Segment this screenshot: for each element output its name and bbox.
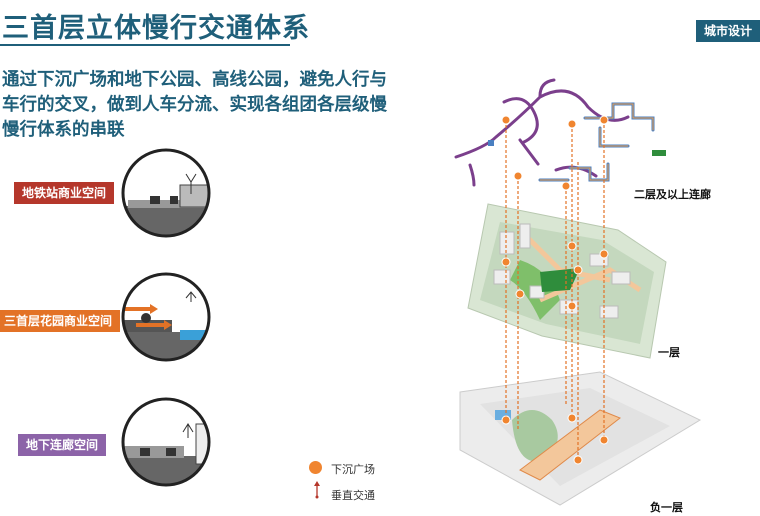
legend-vertical-traffic: 垂直交通 — [331, 489, 375, 502]
subtitle-line: 车行的交叉，做到人车分流、实现各组团各层级慢 — [2, 95, 387, 115]
category-tag: 城市设计 — [696, 20, 760, 42]
layer-label-ground: 一层 — [658, 346, 680, 359]
garden-section-illustration — [121, 272, 211, 362]
section-label-garden: 三首层花园商业空间 — [0, 310, 121, 332]
sunken-plaza-markers — [501, 115, 609, 465]
section-label-metro: 地铁站商业空间 — [14, 182, 115, 204]
subtitle: 通过下沉广场和地下公园、高线公园，避免人行与 车行的交叉，做到人车分流、实现各组… — [2, 68, 422, 143]
vertical-traffic-legend-icon — [314, 481, 320, 499]
ground-layer-plan — [467, 203, 667, 359]
title-underline — [0, 44, 290, 46]
subtitle-line: 慢行体系的串联 — [2, 120, 125, 140]
upper-corridor-layer — [454, 78, 666, 187]
layer-label-basement: 负一层 — [650, 501, 683, 514]
metro-section-illustration — [121, 148, 211, 238]
vertical-connectors — [505, 120, 605, 460]
subtitle-line: 通过下沉广场和地下公园、高线公园，避免人行与 — [2, 70, 387, 90]
sunken-plaza-legend-icon — [309, 461, 322, 474]
layer-label-upper: 二层及以上连廊 — [634, 188, 711, 201]
section-label-underground: 地下连廊空间 — [18, 434, 107, 456]
basement-layer-plan — [459, 371, 702, 506]
page-title: 三首层立体慢行交通体系 — [2, 13, 310, 44]
legend-sunken-plaza: 下沉广场 — [331, 463, 375, 476]
